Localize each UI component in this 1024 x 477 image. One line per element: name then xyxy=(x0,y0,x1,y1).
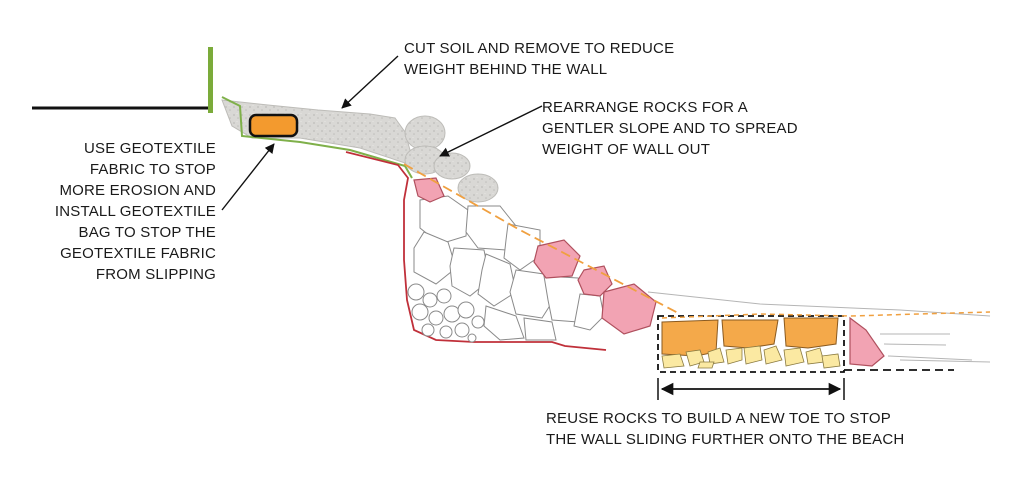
note-line: INSTALL GEOTEXTILE xyxy=(54,203,216,220)
note-line: GEOTEXTILE FABRIC xyxy=(60,245,216,262)
note-line: MORE EROSION AND xyxy=(59,182,216,199)
new-toe-note: REUSE ROCKS TO BUILD A NEW TOE TO STOP T… xyxy=(546,408,904,450)
new-beach-line xyxy=(661,311,991,319)
grey-boulder xyxy=(457,173,499,203)
rearrange-rocks-note: REARRANGE ROCKS FOR A GENTLER SLOPE AND … xyxy=(542,97,798,160)
existing-wall-outline xyxy=(345,151,607,351)
note-line: FABRIC TO STOP xyxy=(89,161,216,178)
grey-boulder xyxy=(433,152,471,180)
note-line: REUSE ROCKS TO BUILD A NEW TOE TO STOP xyxy=(546,410,891,427)
note-line: WEIGHT BEHIND THE WALL xyxy=(404,61,608,78)
grey-boulder xyxy=(404,115,446,151)
geotextile-note: USE GEOTEXTILE FABRIC TO STOP MORE EROSI… xyxy=(38,138,216,285)
note-line: USE GEOTEXTILE xyxy=(84,140,216,157)
boundary-post xyxy=(208,47,213,113)
cut-soil-arrow xyxy=(341,55,399,109)
note-line: THE WALL SLIDING FURTHER ONTO THE BEACH xyxy=(546,431,905,448)
note-line: CUT SOIL AND REMOVE TO REDUCE xyxy=(404,40,675,57)
rearrange-arrow xyxy=(439,105,543,157)
geotextile-arrow xyxy=(221,143,275,211)
geotextile-bag xyxy=(248,113,299,138)
geotextile-fabric xyxy=(221,96,413,179)
note-line: REARRANGE ROCKS FOR A xyxy=(542,99,748,116)
note-line: WEIGHT OF WALL OUT xyxy=(542,141,711,158)
new-toe-rocks xyxy=(661,317,839,357)
new-toe-boundary xyxy=(657,315,845,373)
note-line: GENTLER SLOPE AND TO SPREAD xyxy=(542,120,798,137)
existing-rock-fill xyxy=(407,195,605,343)
cut-soil-note: CUT SOIL AND REMOVE TO REDUCE WEIGHT BEH… xyxy=(404,38,674,80)
note-line: BAG TO STOP THE xyxy=(78,224,216,241)
note-line: FROM SLIPPING xyxy=(95,266,216,283)
new-toe-small-rocks xyxy=(661,345,841,369)
